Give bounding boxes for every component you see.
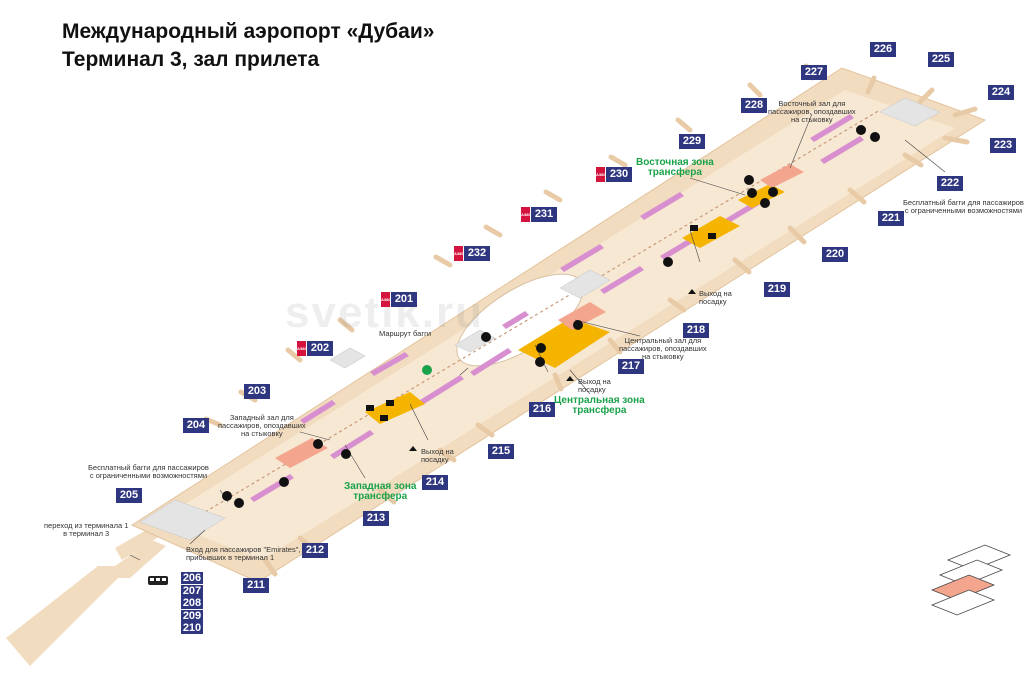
page-title: Международный аэропорт «Дубаи» (62, 20, 435, 43)
no-entry-icon (536, 343, 546, 353)
restroom-icon (573, 320, 583, 330)
gate-203: 203 (244, 384, 270, 399)
amenity-icons (222, 125, 880, 508)
gate-221: 221 (878, 211, 904, 226)
gate-212: 212 (302, 543, 328, 558)
walkway-connector (115, 528, 160, 560)
buggy-route-label: Маршрут багги (379, 329, 432, 338)
level-indicator (930, 544, 1012, 616)
gate-230: 230 (606, 167, 632, 182)
gate-217: 217 (618, 359, 644, 374)
a380-badge: A380 (596, 167, 605, 182)
gate-206: 206 (181, 572, 203, 584)
a380-badge: A380 (381, 292, 390, 307)
wheelchair-icon (870, 132, 880, 142)
gate-223: 223 (990, 138, 1016, 153)
gate-227: 227 (801, 65, 827, 80)
gate-201: 201 (391, 292, 417, 307)
emirates-entry-label: Вход для пассажиров "Emirates",прибывших… (186, 545, 301, 562)
buggy-icon (422, 365, 432, 375)
no-entry-icon (341, 449, 351, 459)
gate-208: 208 (181, 597, 203, 609)
gate-215: 215 (488, 444, 514, 459)
bus-icon (148, 576, 168, 585)
no-entry-icon (760, 198, 770, 208)
gate-209: 209 (181, 609, 203, 622)
gate-205: 205 (116, 488, 142, 503)
page-subtitle: Терминал 3, зал прилета (62, 48, 320, 71)
gate-226: 226 (870, 42, 896, 57)
gate-229: 229 (679, 134, 705, 149)
east-late-lounge (760, 164, 804, 188)
restroom-icon (663, 257, 673, 267)
gate-stack: 206 207 208 209 210 (181, 572, 203, 635)
gate-202: 202 (307, 341, 333, 356)
gate-220: 220 (822, 247, 848, 262)
gate-213: 213 (363, 511, 389, 526)
gate-231: 231 (531, 207, 557, 222)
exit-arrow-icons (409, 289, 696, 451)
gate-207: 207 (181, 584, 203, 597)
a380-badge: A380 (454, 246, 463, 261)
no-entry-icon (313, 439, 323, 449)
gate-222: 222 (937, 176, 963, 191)
restroom-icon (279, 477, 289, 487)
no-entry-icon (747, 188, 757, 198)
wheelchair-icon (234, 498, 244, 508)
clock-icon (744, 175, 754, 185)
restroom-icon (768, 187, 778, 197)
gate-211: 211 (243, 578, 269, 593)
a380-badge: A380 (521, 207, 530, 222)
central-transfer-zone (518, 318, 610, 368)
gate-204: 204 (183, 418, 209, 433)
restroom-icon (222, 491, 232, 501)
gate-210: 210 (181, 622, 203, 634)
gate-219: 219 (764, 282, 790, 297)
central-late-lounge (558, 302, 606, 330)
gate-216: 216 (529, 402, 555, 417)
restroom-icon (856, 125, 866, 135)
restroom-icon (481, 332, 491, 342)
info-icon (535, 357, 545, 367)
gate-228: 228 (741, 98, 767, 113)
a380-badge: A380 (297, 341, 306, 356)
gate-218: 218 (683, 323, 709, 338)
east-transfer-zone (682, 216, 740, 248)
gate-214: 214 (422, 475, 448, 490)
gate-225: 225 (928, 52, 954, 67)
walkway-from-terminal-1 (6, 540, 166, 666)
escalator-icons (366, 225, 716, 421)
gate-224: 224 (988, 85, 1014, 100)
gate-232: 232 (464, 246, 490, 261)
